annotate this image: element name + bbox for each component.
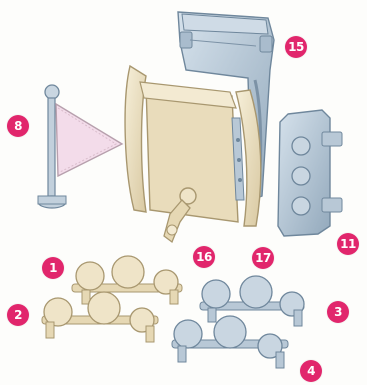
blue-side-panel-part: [278, 110, 342, 236]
cream-flower-bar-bottom-part: [42, 292, 158, 342]
part-number-text: 2: [14, 308, 22, 322]
part-number-badge-17: 17: [252, 247, 274, 269]
cream-flower-bar-top-part: [72, 256, 182, 304]
part-number-text: 8: [14, 119, 22, 133]
part-number-text: 1: [49, 261, 57, 275]
part-number-text: 15: [288, 40, 304, 54]
part-number-badge-16: 16: [193, 246, 215, 268]
part-number-badge-3: 3: [327, 301, 349, 323]
part-number-badge-11: 11: [337, 233, 359, 255]
part-number-text: 16: [196, 250, 212, 264]
blue-flower-bar-bottom-part: [172, 316, 288, 368]
part-number-badge-2: 2: [7, 304, 29, 326]
part-number-text: 11: [340, 237, 356, 251]
flag-on-pole-part: [38, 85, 122, 208]
part-number-text: 17: [255, 251, 271, 265]
part-number-text: 4: [307, 364, 315, 378]
part-number-badge-4: 4: [300, 360, 322, 382]
part-number-badge-15: 15: [285, 36, 307, 58]
part-number-badge-1: 1: [42, 257, 64, 279]
part-number-text: 3: [334, 305, 342, 319]
blue-flower-bar-top-part: [200, 276, 304, 326]
part-number-badge-8: 8: [7, 115, 29, 137]
